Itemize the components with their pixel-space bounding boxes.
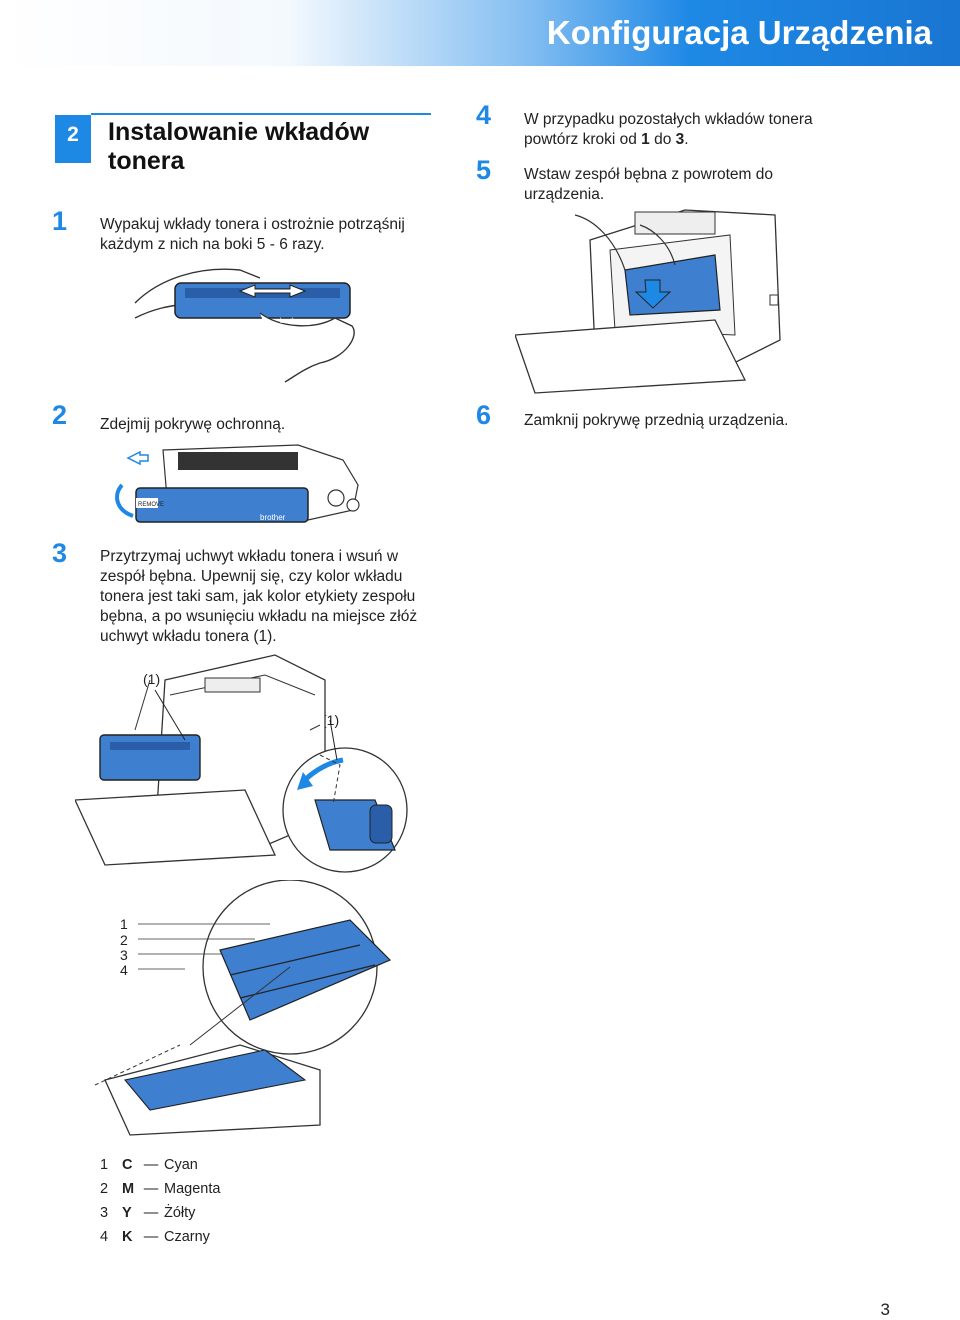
legend-row: 3 Y — Żółty xyxy=(100,1201,220,1225)
svg-text:REMOVE: REMOVE xyxy=(138,502,164,508)
legend-color-name: Czarny xyxy=(164,1229,210,1245)
legend-dash: — xyxy=(143,1181,159,1197)
step-5-number: 5 xyxy=(476,155,492,185)
section-title: Instalowanie wkładów tonera xyxy=(108,118,370,175)
legend-row: 4 K — Czarny xyxy=(100,1225,220,1249)
legend-number: 4 xyxy=(100,1229,109,1245)
section-rule xyxy=(91,113,431,115)
handle-callout-right: (1) xyxy=(322,712,340,728)
step-6-text: Zamknij pokrywę przednią urządzenia. xyxy=(524,412,789,429)
step-3-text: Przytrzymaj uchwyt wkładu tonera i wsuń … xyxy=(100,548,418,645)
page-header-title: Konfiguracja Urządzenia xyxy=(546,14,932,51)
legend-row: 1 C — Cyan xyxy=(100,1153,220,1177)
legend-color-name: Magenta xyxy=(164,1181,221,1197)
step-4-text: W przypadku pozostałych wkładów tonera p… xyxy=(524,110,844,150)
legend-number: 1 xyxy=(100,1157,109,1173)
header-bar: Konfiguracja Urządzenia xyxy=(0,0,960,66)
legend-number: 3 xyxy=(100,1205,109,1221)
legend-number: 2 xyxy=(100,1181,109,1197)
legend-dash: — xyxy=(143,1205,159,1221)
printer-drum-illustration xyxy=(75,654,408,873)
step-5-text: Wstaw zespół bębna z powrotem do urządze… xyxy=(524,166,773,203)
handle-callout-left: (1) xyxy=(143,671,161,687)
slot-label-2: 2 xyxy=(120,932,128,948)
legend-dash: — xyxy=(143,1229,159,1245)
insert-drum-illustration xyxy=(515,209,781,394)
legend-row: 2 M — Magenta xyxy=(100,1177,220,1201)
step-4-text-mid: do xyxy=(649,131,676,148)
toner-shake-illustration: brother xyxy=(134,268,355,383)
step-4-number: 4 xyxy=(476,100,492,130)
slot-label-1: 1 xyxy=(120,916,128,932)
legend-color-name: Żółty xyxy=(164,1205,196,1221)
legend-color-name: Cyan xyxy=(164,1157,198,1173)
legend-code: K xyxy=(122,1229,133,1245)
legend-code: Y xyxy=(122,1205,132,1221)
svg-text:brother: brother xyxy=(260,513,286,522)
step-2-text: Zdejmij pokrywę ochronną. xyxy=(100,416,286,433)
header-gradient xyxy=(0,0,960,66)
step-4-text-start: W przypadku pozostałych wkładów tonera p… xyxy=(524,111,813,148)
legend-code: C xyxy=(122,1157,133,1173)
drum-slots-illustration xyxy=(94,880,392,1136)
step-4-text-end: . xyxy=(684,131,689,148)
step-4-ref-start: 1 xyxy=(641,131,650,148)
step-3-number: 3 xyxy=(52,538,68,568)
svg-text:brother: brother xyxy=(280,318,303,325)
protective-cover-illustration: REMOVE brother xyxy=(115,444,360,523)
step-6-number: 6 xyxy=(476,400,492,430)
step-1-number: 1 xyxy=(52,206,68,236)
step-4-ref-end: 3 xyxy=(675,131,685,148)
slot-label-3: 3 xyxy=(120,947,128,963)
color-legend: 1 C — Cyan 2 M — Magenta 3 Y — Żółty 4 K… xyxy=(100,1153,220,1249)
legend-code: M xyxy=(122,1181,135,1197)
page-number: 3 xyxy=(880,1300,890,1319)
slot-label-4: 4 xyxy=(120,962,128,978)
step-1-text: Wypakuj wkłady tonera i ostrożnie potrzą… xyxy=(100,216,405,253)
legend-dash: — xyxy=(143,1157,159,1173)
section-number-badge: 2 xyxy=(55,115,91,163)
step-2-number: 2 xyxy=(52,400,68,430)
